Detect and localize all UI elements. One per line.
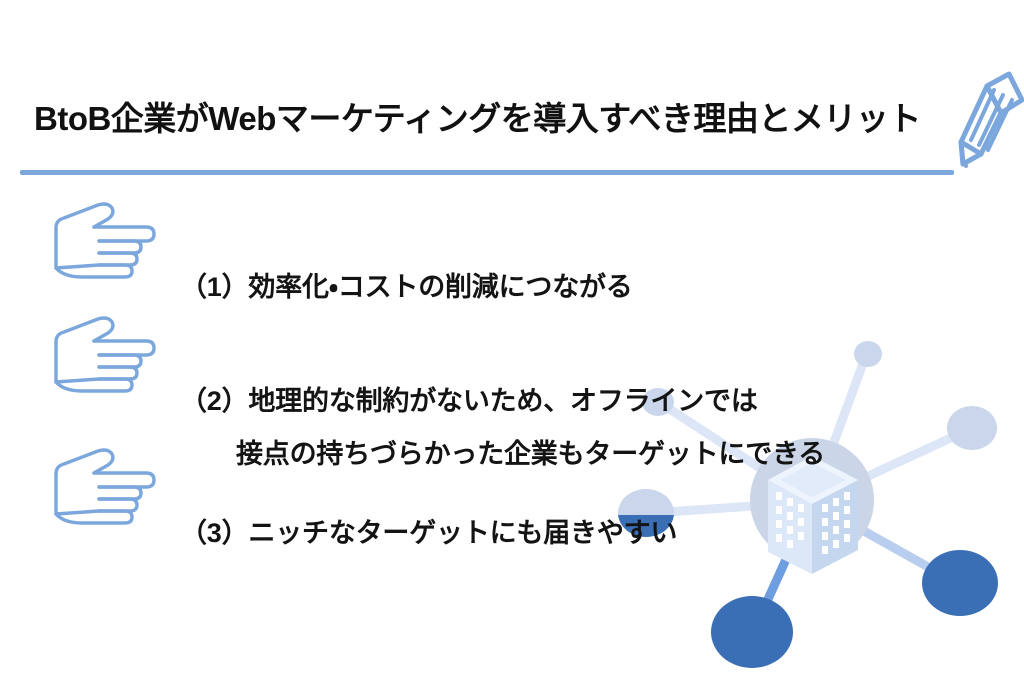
title-underline [20,170,954,175]
list-item: （1）効率化・コストの削減につながる [0,196,1024,314]
page-title: BtoB企業がWebマーケティングを導入すべき理由とメリット [34,100,921,137]
pointing-hand-icon [54,448,156,525]
pencil-icon [958,71,1024,168]
list-item: （3）ニッチなターゲットにも届きやすい [0,442,1024,560]
pointing-hand-icon [54,316,156,393]
list-item-text: （1）効率化・コストの削減につながる [180,196,1024,314]
list-item-line-1: （3）ニッチなターゲットにも届きやすい [180,518,678,548]
list-item-line-1: （1）効率化・コストの削減につながる [180,272,633,302]
title-block: BtoB企業がWebマーケティングを導入すべき理由とメリット [0,71,1024,196]
list-item-text: （3）ニッチなターゲットにも届きやすい [180,442,1024,560]
list-item-line-1: （2）地理的な制約がないため、オフラインでは [180,386,758,416]
pointing-hand-icon [54,202,156,279]
node-bottom [711,596,793,668]
